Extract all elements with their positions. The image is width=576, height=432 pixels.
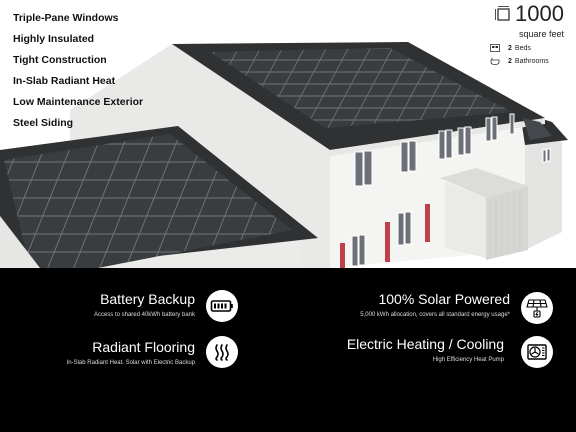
feature-item: Triple-Pane Windows [13, 12, 119, 24]
beds-row: 2 Beds [490, 44, 564, 52]
baths-count: 2 [508, 57, 512, 65]
solar-array-foreground [4, 134, 292, 268]
feature-item: Low Maintenance Exterior [13, 96, 144, 108]
size-summary: 1000 square feet 2 Beds 2 Bathrooms [484, 2, 564, 65]
electric-heating-block: Electric Heating / Cooling High Efficien… [347, 336, 504, 364]
baths-label: Bathrooms [514, 57, 549, 65]
baths-row: 2 Bathrooms [490, 57, 564, 65]
heat-pump-icon-circle [521, 336, 553, 368]
radiant-flooring-subtitle: In-Slab Radiant Heat. Solar with Electri… [66, 360, 195, 366]
house-rendering [0, 42, 568, 268]
solar-powered-title: 100% Solar Powered [378, 291, 510, 307]
square-footage-icon [495, 6, 510, 21]
highlights-panel: Battery Backup Access to shared 40kWh ba… [0, 268, 576, 432]
feature-item: Highly Insulated [13, 33, 95, 45]
solar-panel-icon-circle [521, 292, 553, 324]
electric-heating-subtitle: High Efficiency Heat Pump [432, 357, 504, 363]
feature-item: Tight Construction [13, 54, 107, 66]
heat-waves-icon-circle [206, 336, 238, 368]
feature-list: Triple-Pane Windows Highly Insulated Tig… [13, 12, 143, 138]
battery-backup-block: Battery Backup Access to shared 40kWh ba… [94, 291, 195, 319]
radiant-flooring-block: Radiant Flooring In-Slab Radiant Heat. S… [67, 339, 195, 367]
solar-powered-block: 100% Solar Powered 5,000 kWh allocation,… [360, 291, 510, 319]
radiant-flooring-title: Radiant Flooring [92, 339, 195, 355]
feature-item: Steel Siding [13, 117, 74, 129]
bath-icon [490, 57, 500, 65]
solar-panel-icon [526, 299, 548, 318]
beds-label: Beds [514, 44, 531, 52]
battery-icon [210, 300, 233, 312]
battery-icon-circle [206, 290, 238, 322]
feature-item: In-Slab Radiant Heat [13, 75, 116, 87]
square-footage-label: square feet [518, 29, 564, 39]
solar-powered-subtitle: 5,000 kWh allocation, covers all standar… [360, 312, 510, 318]
electric-heating-title: Electric Heating / Cooling [346, 336, 504, 352]
beds-count: 2 [508, 44, 512, 52]
battery-backup-title: Battery Backup [100, 291, 195, 307]
heat-waves-icon [215, 344, 229, 361]
battery-backup-subtitle: Access to shared 40kWh battery bank [93, 312, 195, 318]
bed-icon [490, 44, 500, 52]
square-footage-value: 1000 [515, 1, 564, 26]
heat-pump-icon [527, 344, 547, 360]
solar-array-main [210, 48, 512, 128]
